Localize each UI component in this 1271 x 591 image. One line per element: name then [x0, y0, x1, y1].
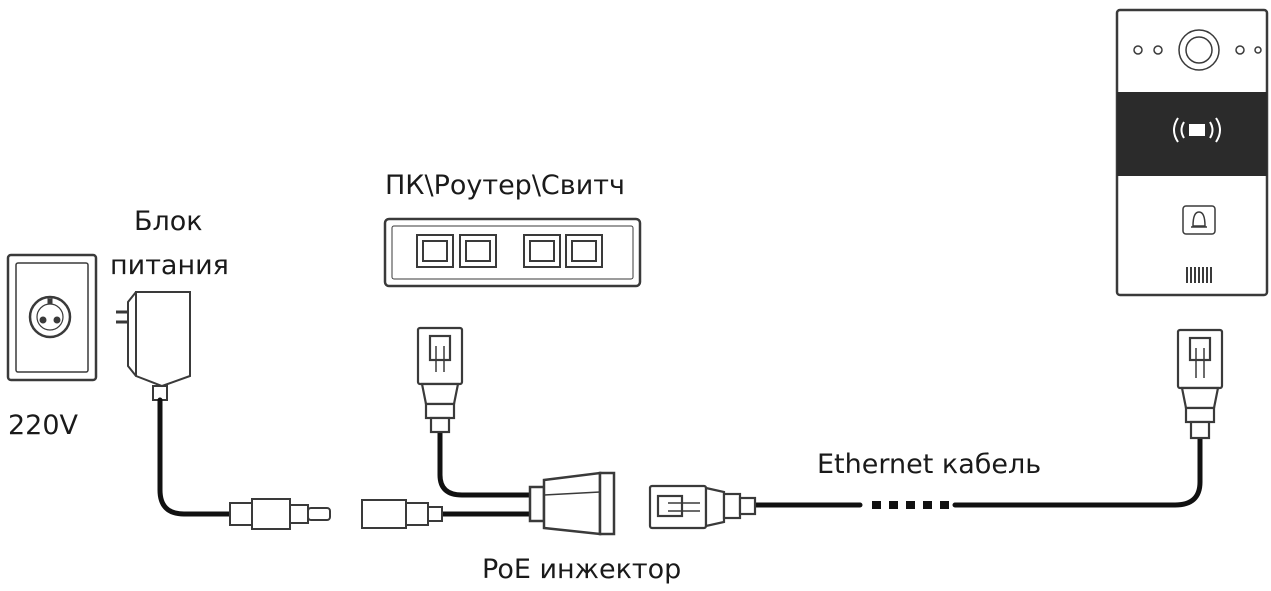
dc-plug-icon — [229, 498, 331, 530]
switch-patch-cable — [437, 427, 533, 498]
cable-dots — [872, 501, 949, 509]
ethernet-cable-right — [952, 435, 1203, 508]
power-adapter-icon — [116, 291, 191, 401]
intercom-panel-icon — [1115, 8, 1269, 297]
rfid-icon — [1173, 117, 1221, 143]
bell-icon — [1182, 205, 1216, 235]
psu-label-line2: питания — [110, 250, 229, 281]
switch-label: ПК\Роутер\Свитч — [385, 170, 625, 201]
dc-cable — [157, 397, 233, 517]
poe-injector-icon — [528, 471, 616, 536]
rj45-plug-icon — [1176, 328, 1224, 440]
rj45-plug-icon — [648, 484, 757, 530]
network-switch-icon — [383, 217, 642, 288]
injector-label: PoE инжектор — [482, 554, 682, 585]
voltage-label: 220V — [8, 410, 79, 441]
power-outlet-icon — [6, 253, 98, 382]
cable-label: Ethernet кабель — [817, 449, 1042, 480]
dc-jack-icon — [361, 499, 443, 529]
psu-label-line1: Блок — [134, 206, 203, 237]
rj45-plug-icon — [416, 326, 464, 434]
speaker-grille-icon — [1186, 267, 1212, 283]
cables — [157, 397, 1203, 517]
